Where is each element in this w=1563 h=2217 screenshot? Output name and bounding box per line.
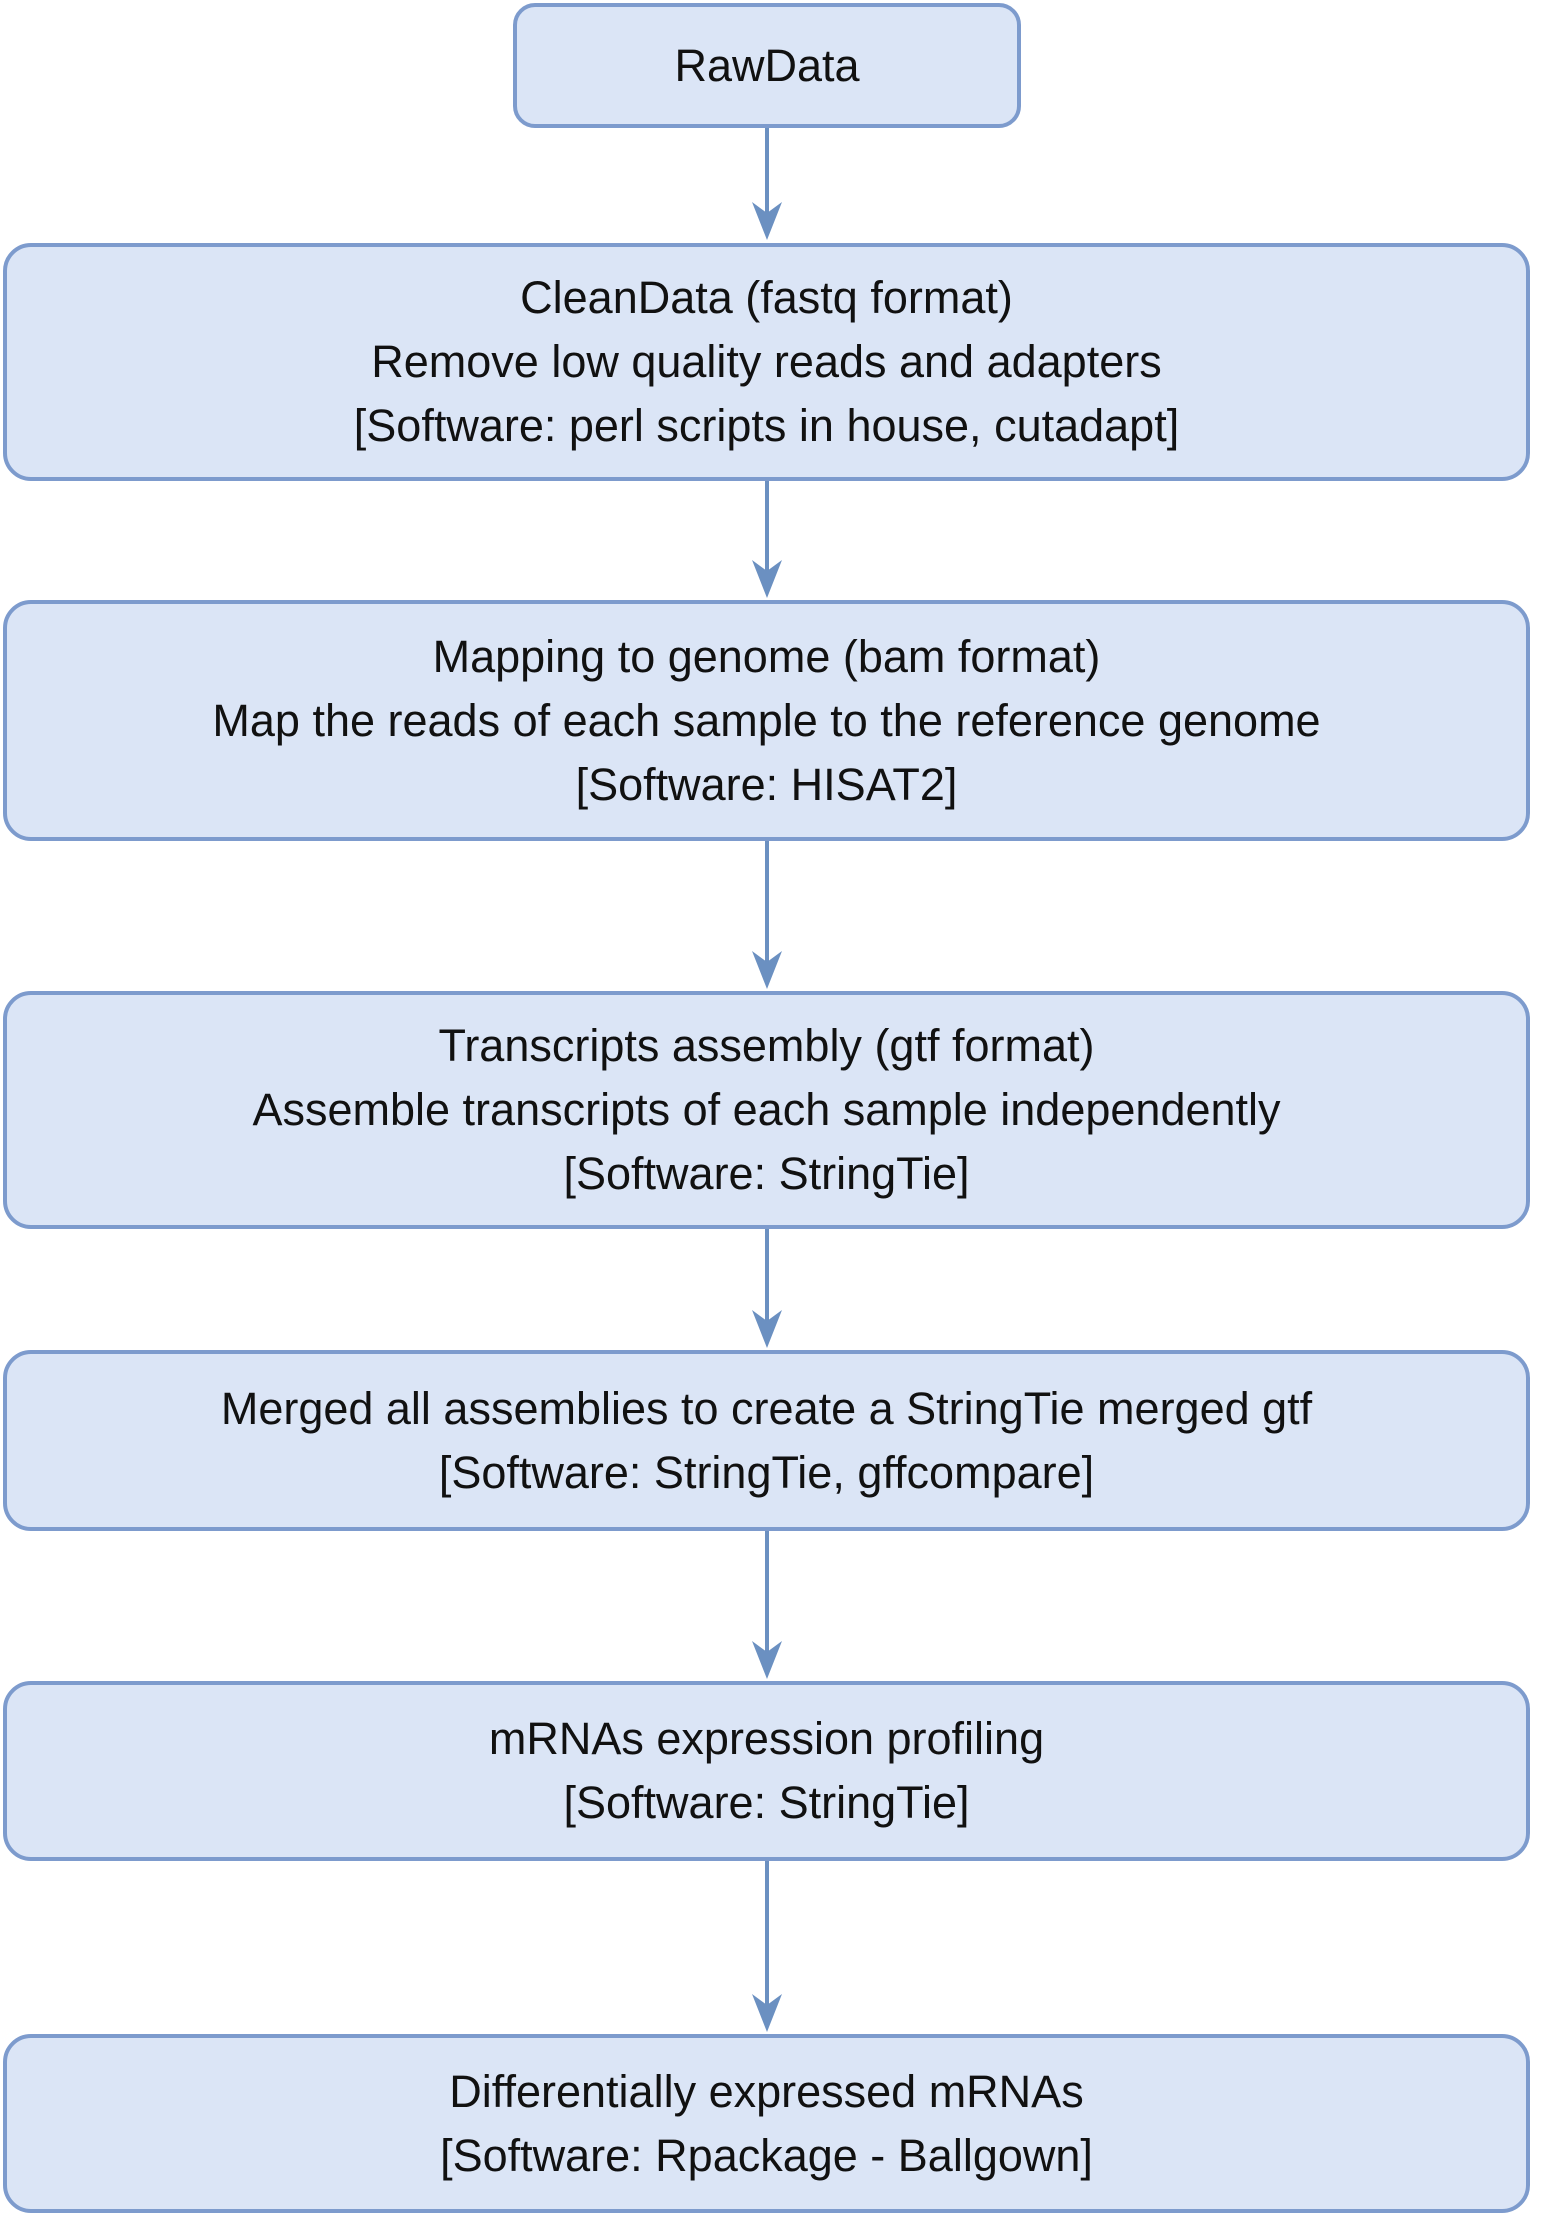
node-line: CleanData (fastq format) [520,272,1013,323]
arrow-stem [765,1861,769,2018]
flow-node-merged-assemblies: Merged all assemblies to create a String… [3,1350,1530,1531]
flow-node-mapping: Mapping to genome (bam format) Map the r… [3,600,1530,841]
node-line: Remove low quality reads and adapters [371,336,1162,387]
node-line: [Software: HISAT2] [575,758,958,810]
node-line: [Software: StringTie] [563,1148,970,1199]
flow-node-differential-expression: Differentially expressed mRNAs [Software… [3,2034,1530,2213]
node-line: Assemble transcripts of each sample inde… [252,1084,1281,1135]
arrow-stem [765,481,769,584]
node-line: Differentially expressed mRNAs [449,2065,1084,2117]
flow-node-expression-profiling: mRNAs expression profiling [Software: St… [3,1681,1530,1861]
arrow-stem [765,1229,769,1334]
node-line: Transcripts assembly (gtf format) [438,1020,1095,1071]
arrow-stem [765,1531,769,1665]
arrow-head-icon [752,202,782,240]
arrow-stem [765,841,769,975]
flow-node-rawdata: RawData [513,3,1021,128]
node-line: Merged all assemblies to create a String… [220,1382,1313,1434]
flow-arrow [747,841,787,989]
arrow-head-icon [752,1994,782,2032]
arrow-stem [765,128,769,226]
arrow-head-icon [752,1641,782,1679]
node-line: [Software: Rpackage - Ballgown] [440,2129,1093,2181]
node-line: [Software: StringTie] [563,1777,970,1828]
arrow-head-icon [752,951,782,989]
flow-node-transcripts-assembly: Transcripts assembly (gtf format) Assemb… [3,991,1530,1229]
flow-arrow [747,128,787,240]
flow-arrow [747,1531,787,1679]
flow-arrow [747,481,787,598]
flow-arrow [747,1229,787,1348]
arrow-head-icon [752,1310,782,1348]
node-line: Mapping to genome (bam format) [432,630,1101,682]
flow-arrow [747,1861,787,2032]
arrow-head-icon [752,560,782,598]
node-line: mRNAs expression profiling [488,1713,1045,1764]
flow-node-cleandata: CleanData (fastq format) Remove low qual… [3,243,1530,481]
node-line: [Software: perl scripts in house, cutada… [353,400,1180,451]
node-line: RawData [674,39,860,91]
node-line: Map the reads of each sample to the refe… [212,694,1321,746]
node-line: [Software: StringTie, gffcompare] [438,1446,1095,1498]
